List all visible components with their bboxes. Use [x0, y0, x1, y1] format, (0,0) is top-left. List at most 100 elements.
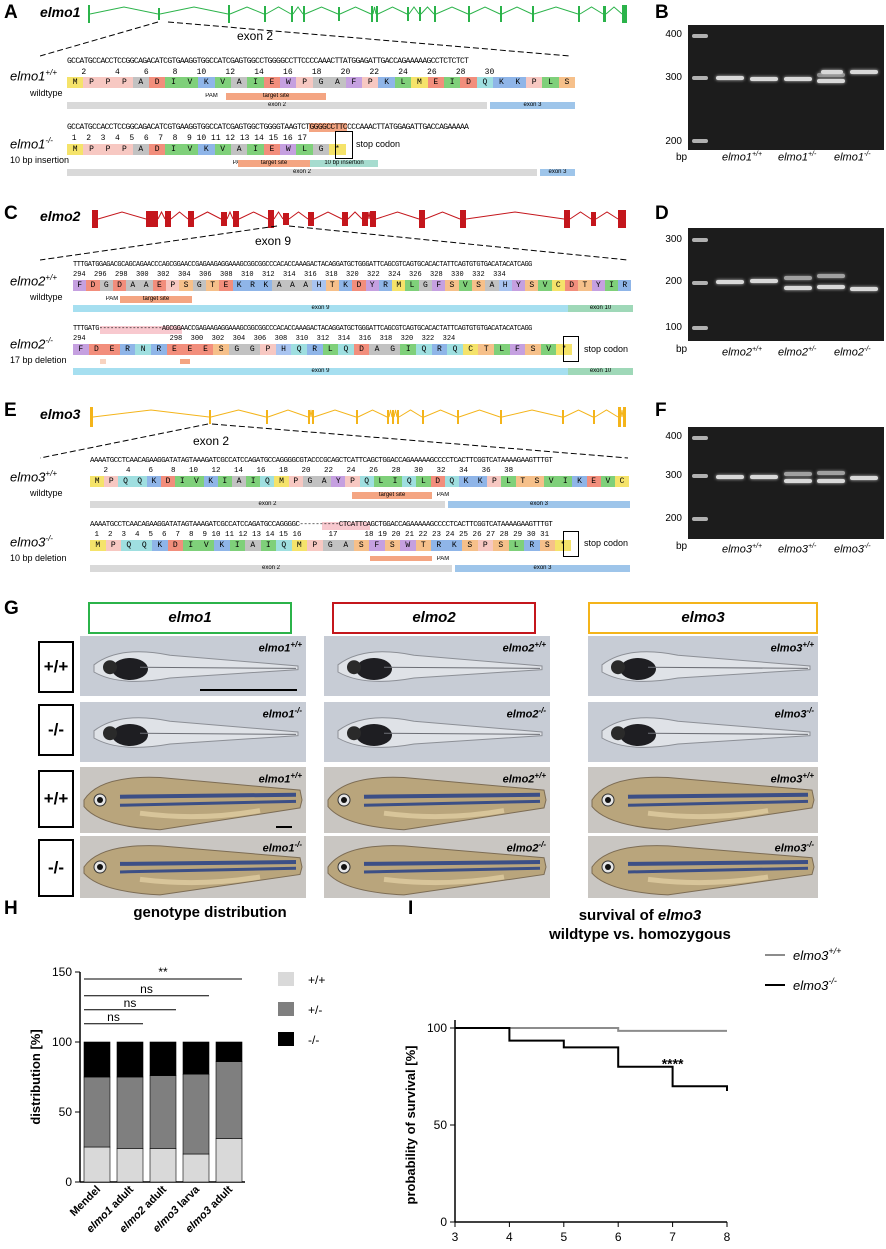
amino-acid: R: [150, 344, 167, 355]
amino-acid: A: [485, 280, 499, 291]
panel-label-i: I: [408, 898, 414, 919]
exon-block: [308, 212, 314, 226]
larva-photo: elmo2-/-: [324, 702, 550, 762]
aa-numbers-a-mut: 1 2 3 4 5 6 7 8 9 10 11 12 13 14 15 16 1…: [67, 134, 308, 143]
amino-acid: M: [274, 476, 289, 487]
amino-acid: A: [338, 540, 354, 551]
amino-acid: I: [217, 476, 232, 487]
gel-band: [850, 70, 878, 74]
gel-band: [817, 79, 845, 83]
amino-acid: Q: [118, 476, 133, 487]
x-tick-label: 3: [452, 1230, 459, 1244]
amino-acid: L: [405, 280, 419, 291]
amino-acid: K: [473, 476, 488, 487]
gel-band: [784, 479, 812, 483]
larva-photo: elmo1+/+: [80, 636, 306, 696]
exon-bar: exon 2: [67, 169, 537, 176]
exon-block: [618, 210, 626, 228]
exon-block: [356, 410, 358, 424]
amino-acid: G: [244, 344, 261, 355]
amino-acid: V: [181, 77, 199, 88]
amino-acid: A: [317, 476, 332, 487]
amino-acid: V: [540, 344, 557, 355]
gel-band: [817, 471, 845, 475]
exon-block: [371, 6, 373, 22]
panel-label-f: F: [655, 400, 667, 421]
amino-acid: V: [181, 144, 199, 155]
amino-acid: D: [148, 144, 166, 155]
row-genotype-label: +/+: [38, 770, 74, 828]
bar-segment: [149, 1148, 177, 1183]
lane-label: elmo2+/-: [778, 346, 817, 359]
gel-band: [750, 475, 778, 479]
amino-acid: W: [280, 144, 297, 155]
significance-label: ****: [662, 1056, 684, 1072]
amino-acid: I: [558, 476, 573, 487]
amino-acid: K: [259, 280, 273, 291]
amino-acid: I: [387, 476, 403, 487]
amino-acid: P: [487, 476, 502, 487]
amino-acid: D: [353, 344, 370, 355]
target-site-bar: target site: [226, 93, 326, 100]
exon-bar: exon 2: [90, 565, 452, 572]
amino-acid: K: [446, 540, 462, 551]
exon-block: [564, 210, 570, 228]
amino-acid: P: [116, 77, 133, 88]
genotype-sub-a-mut: 10 bp insertion: [10, 155, 70, 165]
stop-codon-label: stop codon: [584, 538, 629, 548]
column-header-elmo3: elmo3: [588, 602, 818, 634]
aa-numbers-c-wt: 294 296 298 300 302 304 306 308 310 312 …: [73, 271, 506, 279]
amino-acid: L: [542, 77, 559, 88]
gel-band: [821, 70, 843, 74]
gel-band: [716, 280, 744, 284]
adult-fish-photo: elmo2-/-: [324, 836, 550, 898]
deletion-highlight: [100, 326, 182, 334]
amino-acid: Q: [416, 344, 432, 355]
bar-segment: [149, 1041, 177, 1076]
exon-block: [392, 410, 394, 424]
dna-sequence-e-wt: AAAATGCCTCAACAGAAGGATATAGTAAAGATCGCCATCC…: [90, 457, 553, 465]
zoom-lines-c: [40, 225, 629, 261]
amino-acid: F: [345, 77, 363, 88]
amino-acid: I: [229, 540, 245, 551]
mw-marker: 300: [665, 234, 682, 245]
x-tick-label: 4: [506, 1230, 513, 1244]
legend-label: elmo3-/-: [793, 976, 837, 993]
stop-codon-label: stop codon: [584, 344, 629, 354]
lane-label: elmo1+/+: [722, 151, 763, 164]
exon-block: [532, 6, 534, 22]
amino-acid: V: [189, 476, 204, 487]
amino-acid: I: [247, 77, 264, 88]
amino-acid: S: [445, 280, 459, 291]
amino-acid: E: [263, 144, 281, 155]
amino-acid: K: [146, 476, 161, 487]
row-genotype-label: -/-: [38, 704, 74, 756]
gel-band: [850, 287, 878, 291]
amino-acid: A: [329, 77, 346, 88]
chart-title: genotype distribution: [133, 904, 287, 921]
y-tick-label: 0: [65, 1175, 72, 1189]
amino-acid: *: [556, 344, 572, 355]
amino-acid: T: [415, 540, 431, 551]
target-site-bar: target site: [120, 296, 192, 303]
genotype-label-c-mut: elmo2-/-: [10, 336, 53, 352]
y-tick-label: 50: [59, 1105, 73, 1119]
x-tick-label: 7: [669, 1230, 676, 1244]
gene-name-elmo3: elmo3: [40, 406, 81, 422]
fish-genotype-label: elmo3-/-: [774, 840, 814, 855]
y-axis-label: distribution [%]: [28, 1029, 43, 1124]
genotype-label-e-wt: elmo3+/+: [10, 469, 57, 485]
x-tick-label: 5: [560, 1230, 567, 1244]
y-tick-label: 0: [440, 1215, 447, 1229]
amino-acid: A: [230, 144, 248, 155]
gel-band: [750, 279, 778, 283]
bp-label: bp: [676, 344, 688, 355]
amino-acid: Q: [276, 540, 292, 551]
panel-label-d: D: [655, 203, 669, 224]
deletion-highlight: [322, 522, 370, 530]
exon-bar: exon 3: [455, 565, 630, 572]
amino-acid: D: [460, 77, 477, 88]
exon-block: [603, 6, 606, 22]
exon-block: [228, 5, 230, 23]
amino-acid: A: [132, 144, 149, 155]
